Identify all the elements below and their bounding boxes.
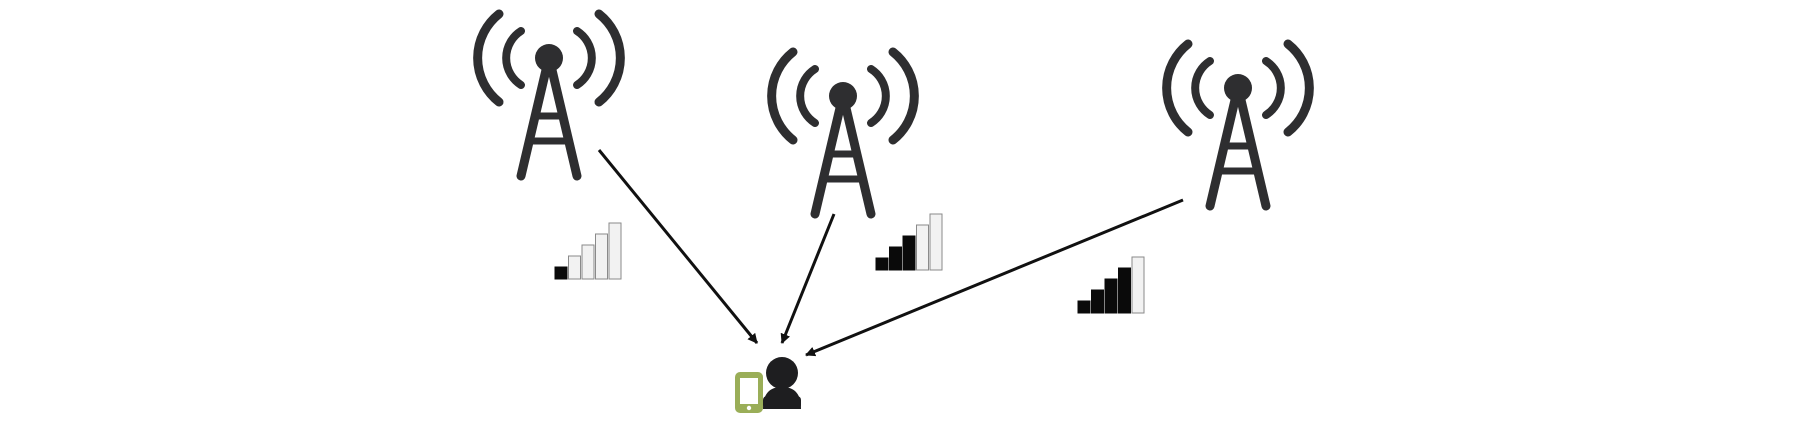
signal-bar-filled [875, 257, 889, 271]
user-with-phone [735, 357, 801, 413]
signal-bar-empty [568, 255, 581, 280]
signal-bar-empty [929, 213, 943, 271]
tower-right [1167, 44, 1310, 206]
cell-tower-icon [1167, 44, 1310, 206]
signal-bar-filled [1077, 300, 1091, 314]
signal-bar-filled [1118, 267, 1131, 314]
signal-bar-filled [889, 246, 902, 271]
link-arrow-left [597, 149, 759, 344]
signal-bar-empty [1131, 256, 1145, 314]
signal-bar-empty [608, 222, 622, 280]
person-icon [763, 357, 801, 409]
smartphone-icon [735, 372, 763, 413]
signal-bar-empty [916, 224, 929, 271]
signal-bar-filled [1091, 289, 1104, 314]
tower-middle [772, 52, 915, 214]
signal-bar-filled [1104, 278, 1118, 314]
signal-strength-left [554, 222, 622, 280]
cell-tower-icon [772, 52, 915, 214]
signal-bar-empty [595, 233, 608, 280]
signal-strength-right [1077, 256, 1145, 314]
signal-strength-middle [875, 213, 943, 271]
signal-bar-filled [554, 266, 568, 280]
link-arrow-middle [780, 213, 836, 344]
signal-bar-empty [581, 244, 595, 280]
signal-bar-filled [902, 235, 916, 271]
link-arrow-right [805, 198, 1184, 357]
